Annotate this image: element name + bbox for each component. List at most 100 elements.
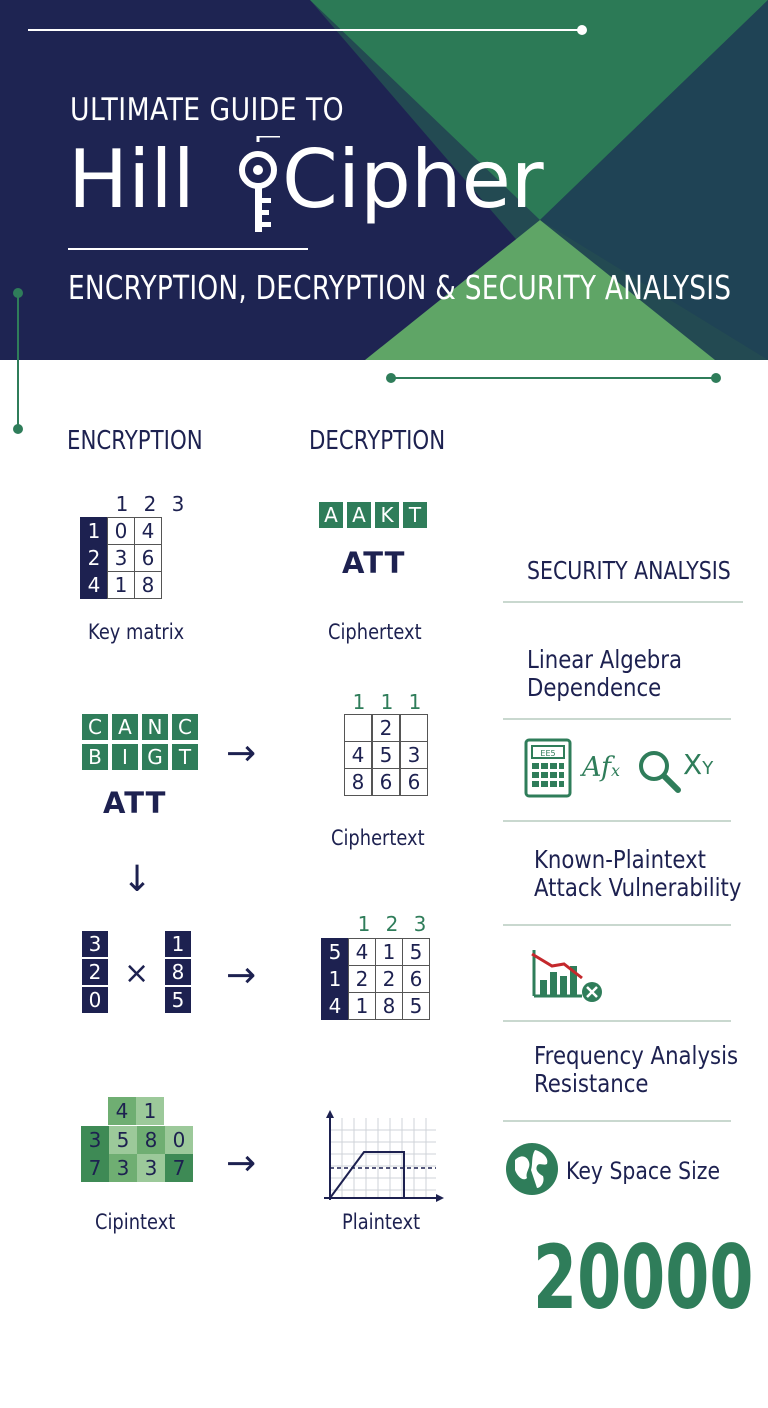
matrix-cell: 5 bbox=[321, 938, 349, 966]
cipher-cell: 7 bbox=[81, 1154, 109, 1182]
cipher-caption: Cipintext bbox=[95, 1210, 176, 1234]
letter-cell: G bbox=[141, 743, 169, 771]
security-divider bbox=[503, 820, 731, 822]
key-cell: 1 bbox=[80, 517, 108, 545]
letter-cell: I bbox=[111, 743, 139, 771]
ciphertext-word: ATT bbox=[342, 546, 406, 580]
letter-cell: K bbox=[374, 501, 400, 529]
arrow-down-icon: ↓ bbox=[122, 859, 153, 900]
matrix-cell: 6 bbox=[402, 965, 430, 993]
mid-rule-dot-left bbox=[386, 373, 396, 383]
left-rule-dot-top bbox=[13, 288, 23, 298]
matrix-cell: 5 bbox=[402, 992, 430, 1020]
key-cell: 2 bbox=[80, 544, 108, 572]
magnifier-icon bbox=[639, 751, 681, 793]
key-cell: 4 bbox=[134, 517, 162, 545]
letter-cell: C bbox=[81, 713, 109, 741]
key-icon bbox=[239, 136, 280, 232]
cipher-color-grid: 3 5 8 0 7 3 3 7 bbox=[81, 1126, 193, 1182]
security-divider bbox=[503, 1120, 731, 1122]
matrix-cell: 4 bbox=[348, 938, 376, 966]
security-item-key-space: Key Space Size bbox=[566, 1157, 720, 1185]
encryption-heading: ENCRYPTION bbox=[67, 426, 203, 456]
hero-background bbox=[0, 0, 768, 360]
arrow-right-icon: → bbox=[226, 955, 257, 996]
key-matrix: 1 0 4 2 3 6 4 1 8 bbox=[80, 517, 162, 599]
vector-cell: 8 bbox=[164, 958, 192, 986]
matrix-cell: 5 bbox=[372, 741, 400, 769]
vector-cell: 5 bbox=[164, 986, 192, 1014]
key-matrix-caption: Key matrix bbox=[88, 620, 185, 644]
matrix-cell: 2 bbox=[372, 714, 400, 742]
matrix-cell: 8 bbox=[375, 992, 403, 1020]
matrix-cell: 5 bbox=[402, 938, 430, 966]
hero-kicker: ULTIMATE GUIDE TO bbox=[70, 92, 345, 128]
letter-cell: T bbox=[171, 743, 199, 771]
matrix-cell: 3 bbox=[400, 741, 428, 769]
top-rule bbox=[28, 29, 580, 31]
multiply-sign: × bbox=[124, 956, 150, 991]
key-cell: 4 bbox=[80, 571, 108, 599]
mid-rule bbox=[390, 377, 716, 379]
plaintext-letter-grid: C A N C B I G T bbox=[81, 713, 199, 771]
chart-down-icon bbox=[531, 950, 602, 1002]
vector-left: 3 2 0 bbox=[81, 930, 109, 1014]
key-cell: 0 bbox=[107, 517, 135, 545]
mid-rule-dot-right bbox=[711, 373, 721, 383]
globe-icon bbox=[506, 1143, 558, 1195]
security-divider bbox=[503, 1020, 731, 1022]
title-cipher: Cipher bbox=[282, 133, 544, 226]
key-cell: 1 bbox=[107, 571, 135, 599]
matrix-cell bbox=[400, 714, 428, 742]
title-hill: Hill bbox=[68, 133, 195, 226]
calculator-icon: EE5 bbox=[524, 738, 572, 798]
cipher-cell: 8 bbox=[137, 1126, 165, 1154]
cipher-cell: 1 bbox=[136, 1097, 164, 1125]
cipher-cell: 0 bbox=[165, 1126, 193, 1154]
vector-right: 1 8 5 bbox=[164, 930, 192, 1014]
inverse-matrix: 2 4 5 3 8 6 6 bbox=[344, 714, 429, 796]
left-rule bbox=[17, 292, 19, 426]
matrix-cell: 1 bbox=[375, 938, 403, 966]
arrow-right-icon: → bbox=[226, 733, 257, 774]
letter-cell: A bbox=[346, 501, 372, 529]
ciphertext-letters: A A K T bbox=[318, 501, 428, 529]
ciphertext-caption: Ciphertext bbox=[328, 620, 422, 644]
key-cell: 6 bbox=[134, 544, 162, 572]
matrix-cell: 8 bbox=[344, 768, 372, 796]
matrix-cell bbox=[344, 714, 372, 742]
left-rule-dot-bottom bbox=[13, 424, 23, 434]
plaintext-word: ATT bbox=[103, 786, 167, 820]
key-cell: 3 bbox=[107, 544, 135, 572]
matrix-cell: 1 bbox=[348, 992, 376, 1020]
letter-cell: A bbox=[111, 713, 139, 741]
arrow-right-icon: → bbox=[226, 1143, 257, 1184]
security-divider bbox=[503, 924, 731, 926]
decryption-heading: DECRYPTION bbox=[309, 426, 446, 456]
security-divider bbox=[503, 718, 731, 720]
matrix-cell: 1 bbox=[321, 965, 349, 993]
top-rule-dot bbox=[577, 25, 587, 35]
matrix-cell: 2 bbox=[348, 965, 376, 993]
svg-text:EE5: EE5 bbox=[540, 749, 555, 758]
security-divider bbox=[503, 601, 743, 603]
vector-cell: 0 bbox=[81, 986, 109, 1014]
plaintext-caption: Plaintext bbox=[342, 1210, 421, 1234]
plaintext-plot-icon bbox=[324, 1110, 444, 1202]
matrix-cell: 6 bbox=[400, 768, 428, 796]
cipher-cell: 3 bbox=[109, 1154, 137, 1182]
letter-cell: N bbox=[141, 713, 169, 741]
hero-banner: ULTIMATE GUIDE TO Hill Cipher ENCRYPTION… bbox=[0, 0, 768, 360]
letter-cell: C bbox=[171, 713, 199, 741]
result-matrix: 5 4 1 5 1 2 2 6 4 1 8 5 bbox=[321, 938, 430, 1020]
letter-cell: A bbox=[318, 501, 344, 529]
letter-cell: T bbox=[402, 501, 428, 529]
inverse-caption: Ciphertext bbox=[331, 826, 425, 850]
security-heading: SECURITY ANALYSIS bbox=[527, 556, 731, 585]
vector-cell: 3 bbox=[81, 930, 109, 958]
matrix-cell: 6 bbox=[372, 768, 400, 796]
